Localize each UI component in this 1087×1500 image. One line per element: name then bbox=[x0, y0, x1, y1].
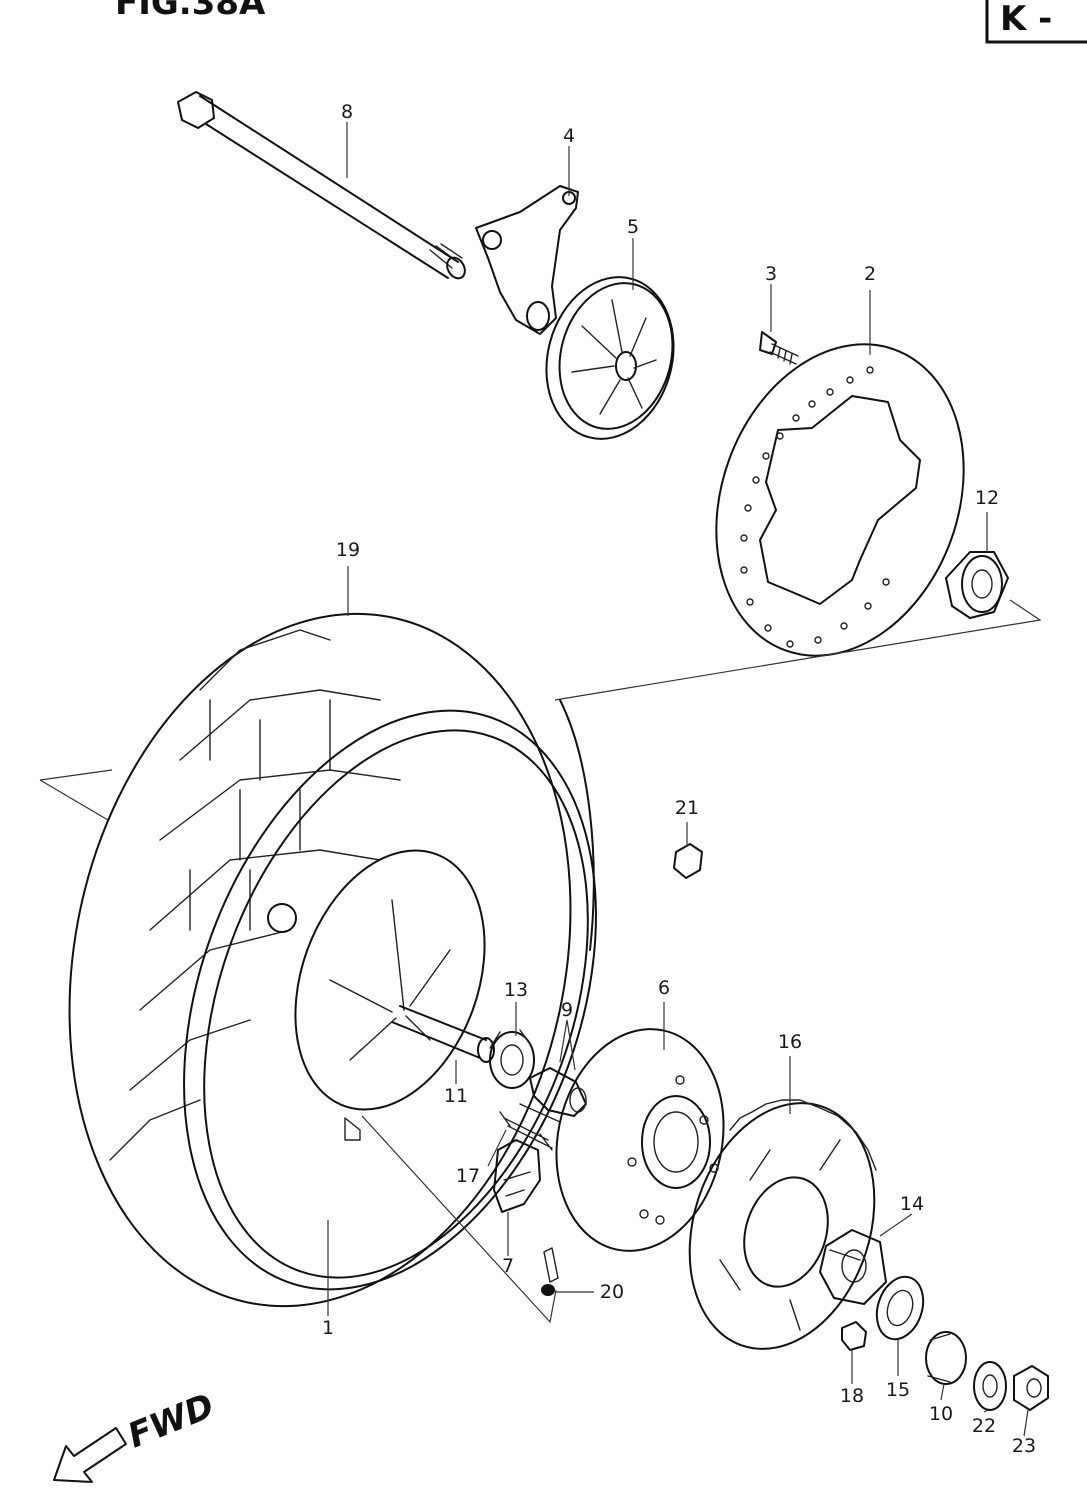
part-15-washer bbox=[875, 1275, 925, 1341]
leader-lines bbox=[327, 122, 1029, 1437]
part-1-wheel bbox=[183, 709, 597, 1291]
part-8-axle bbox=[177, 91, 466, 280]
part-16-rear-sprocket bbox=[688, 1099, 877, 1350]
callout-5: 5 bbox=[627, 216, 639, 238]
page-code-box bbox=[985, 0, 1087, 44]
callout-labels: 8 4 5 3 2 12 19 21 13 9 6 16 11 14 17 7 … bbox=[322, 101, 1036, 1457]
part-13-bearing bbox=[489, 1029, 535, 1089]
part-11-collar bbox=[391, 1005, 495, 1063]
figure-label: FIG.38A bbox=[115, 0, 266, 23]
callout-1: 1 bbox=[322, 1317, 334, 1339]
part-17-stud-bolts bbox=[499, 1103, 561, 1151]
part-3-bolt bbox=[759, 331, 799, 365]
part-18-nut bbox=[841, 1321, 867, 1351]
part-2-brake-disc bbox=[715, 343, 965, 657]
callout-10: 10 bbox=[929, 1403, 953, 1425]
part-12-bearing bbox=[945, 551, 1009, 619]
callout-7: 7 bbox=[502, 1255, 514, 1277]
part-21-weight bbox=[673, 843, 703, 879]
callout-23: 23 bbox=[1012, 1435, 1036, 1457]
part-5-cover bbox=[545, 276, 675, 440]
page-code: K - bbox=[1000, 0, 1052, 39]
part-19-tire bbox=[68, 612, 595, 1308]
part-23-axle-nut bbox=[1013, 1365, 1049, 1411]
fwd-label: FWD bbox=[122, 1386, 219, 1456]
callout-8: 8 bbox=[341, 101, 353, 123]
part-14-bearing bbox=[819, 1229, 887, 1305]
callout-17: 17 bbox=[456, 1165, 480, 1187]
part-22-washer bbox=[973, 1361, 1007, 1411]
callout-22: 22 bbox=[972, 1415, 996, 1437]
part-7-damper bbox=[493, 1139, 541, 1213]
header: FIG.38A K - bbox=[115, 0, 1087, 44]
callout-16: 16 bbox=[778, 1031, 802, 1053]
fwd-arrow-icon bbox=[53, 1427, 127, 1483]
callout-6: 6 bbox=[658, 977, 670, 999]
fwd-indicator: FWD bbox=[53, 1386, 220, 1483]
part-9-spacer bbox=[529, 1067, 587, 1117]
callout-15: 15 bbox=[886, 1379, 910, 1401]
callout-3: 3 bbox=[765, 263, 777, 285]
callout-13: 13 bbox=[504, 979, 528, 1001]
callout-2: 2 bbox=[864, 263, 876, 285]
callout-18: 18 bbox=[840, 1385, 864, 1407]
part-10-spacer bbox=[925, 1331, 967, 1385]
callout-9: 9 bbox=[561, 999, 573, 1021]
callout-19: 19 bbox=[336, 539, 360, 561]
callout-12: 12 bbox=[975, 487, 999, 509]
callout-11: 11 bbox=[444, 1085, 468, 1107]
callout-4: 4 bbox=[563, 125, 575, 147]
callout-21: 21 bbox=[675, 797, 699, 819]
callout-20: 20 bbox=[600, 1281, 624, 1303]
callout-14: 14 bbox=[900, 1193, 924, 1215]
part-6-sprocket-drum bbox=[555, 1028, 725, 1252]
part-20-valve bbox=[541, 1247, 559, 1296]
assembly-lines bbox=[39, 599, 1042, 1324]
